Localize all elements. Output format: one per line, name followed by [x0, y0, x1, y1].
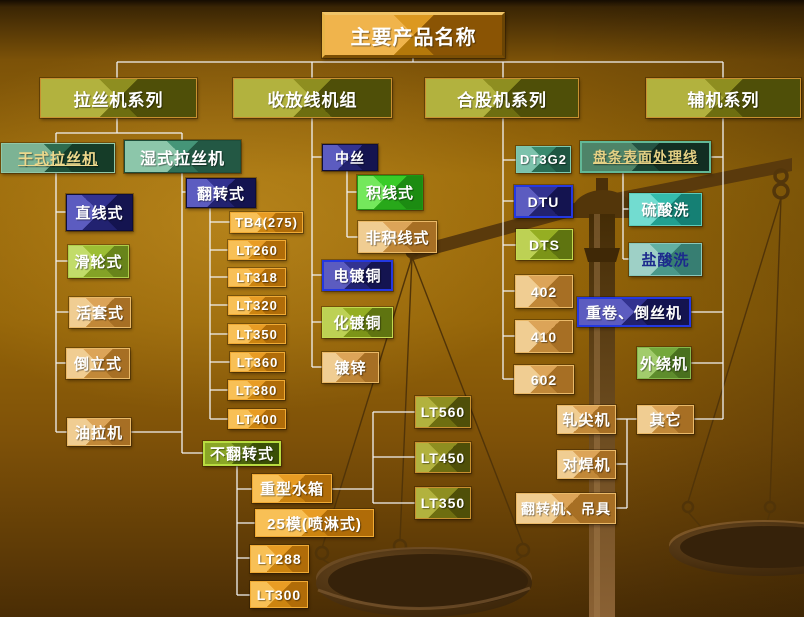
- node-pointing-machine: 轧尖机: [557, 405, 616, 434]
- node-electro-copper-plating: 电镀铜: [322, 260, 393, 291]
- node-chemical-copper-plating: 化镀铜: [322, 307, 393, 338]
- node-inverted-type: 倒立式: [66, 348, 130, 379]
- node-lt318: LT318: [228, 268, 286, 287]
- node-dtu: DTU: [514, 185, 573, 218]
- branch-auxiliary-series: 辅机系列: [646, 78, 801, 118]
- node-lt400: LT400: [228, 409, 286, 429]
- node-others: 其它: [637, 405, 694, 434]
- node-lt450: LT450: [415, 442, 471, 473]
- node-loop-type: 活套式: [69, 297, 131, 328]
- node-oil-drawing-machine: 油拉机: [67, 418, 131, 446]
- node-rod-surface-treatment-line-link[interactable]: 盘条表面处理线: [580, 141, 711, 173]
- node-sulfuric-acid-wash: 硫酸洗: [629, 193, 702, 226]
- node-pulley-type: 滑轮式: [68, 245, 129, 278]
- node-non-flip-type: 不翻转式: [203, 441, 281, 466]
- node-dts: DTS: [516, 229, 573, 260]
- node-tb4-275: TB4(275): [230, 212, 303, 233]
- node-flip-type: 翻转式: [186, 178, 256, 208]
- node-rewinding-wire-reversing: 重卷、倒丝机: [577, 297, 691, 327]
- node-lt288: LT288: [250, 545, 309, 573]
- node-straight-type: 直线式: [66, 194, 133, 231]
- node-lt350-water-tank: LT350: [415, 487, 471, 519]
- branch-stranding-series: 合股机系列: [425, 78, 579, 118]
- node-lt360: LT360: [230, 352, 285, 372]
- node-galvanizing: 镀锌: [322, 352, 379, 383]
- node-lt260: LT260: [228, 240, 286, 260]
- node-lt380: LT380: [228, 380, 285, 400]
- node-lt300: LT300: [250, 581, 308, 608]
- node-heavy-water-tank: 重型水箱: [252, 474, 332, 503]
- branch-wire-drawing-series: 拉丝机系列: [40, 78, 197, 118]
- node-wet-type-drawing: 湿式拉丝机: [124, 140, 241, 173]
- node-outer-winding-machine: 外绕机: [637, 347, 691, 379]
- node-dry-type-drawing-link[interactable]: 干式拉丝机: [1, 143, 115, 173]
- node-dt3g2: DT3G2: [516, 146, 571, 173]
- node-lt560: LT560: [415, 396, 471, 428]
- node-25-die-spray-type: 25模(喷淋式): [255, 509, 374, 537]
- node-medium-wire: 中丝: [322, 144, 378, 171]
- node-non-accumulating-type: 非积线式: [358, 221, 437, 253]
- node-butt-welder: 对焊机: [557, 450, 616, 479]
- node-lt320: LT320: [228, 296, 286, 315]
- node-accumulating-type: 积线式: [357, 175, 423, 210]
- node-402: 402: [515, 275, 573, 308]
- node-602: 602: [514, 365, 574, 394]
- branch-payoff-takeup-unit: 收放线机组: [233, 78, 392, 118]
- chart-title: 主要产品名称: [322, 12, 505, 58]
- node-410: 410: [515, 320, 573, 353]
- node-lt350-flip: LT350: [228, 324, 286, 344]
- node-hydrochloric-acid-wash: 盐酸洗: [629, 243, 702, 276]
- node-tilter-lifting-tools: 翻转机、吊具: [516, 493, 616, 524]
